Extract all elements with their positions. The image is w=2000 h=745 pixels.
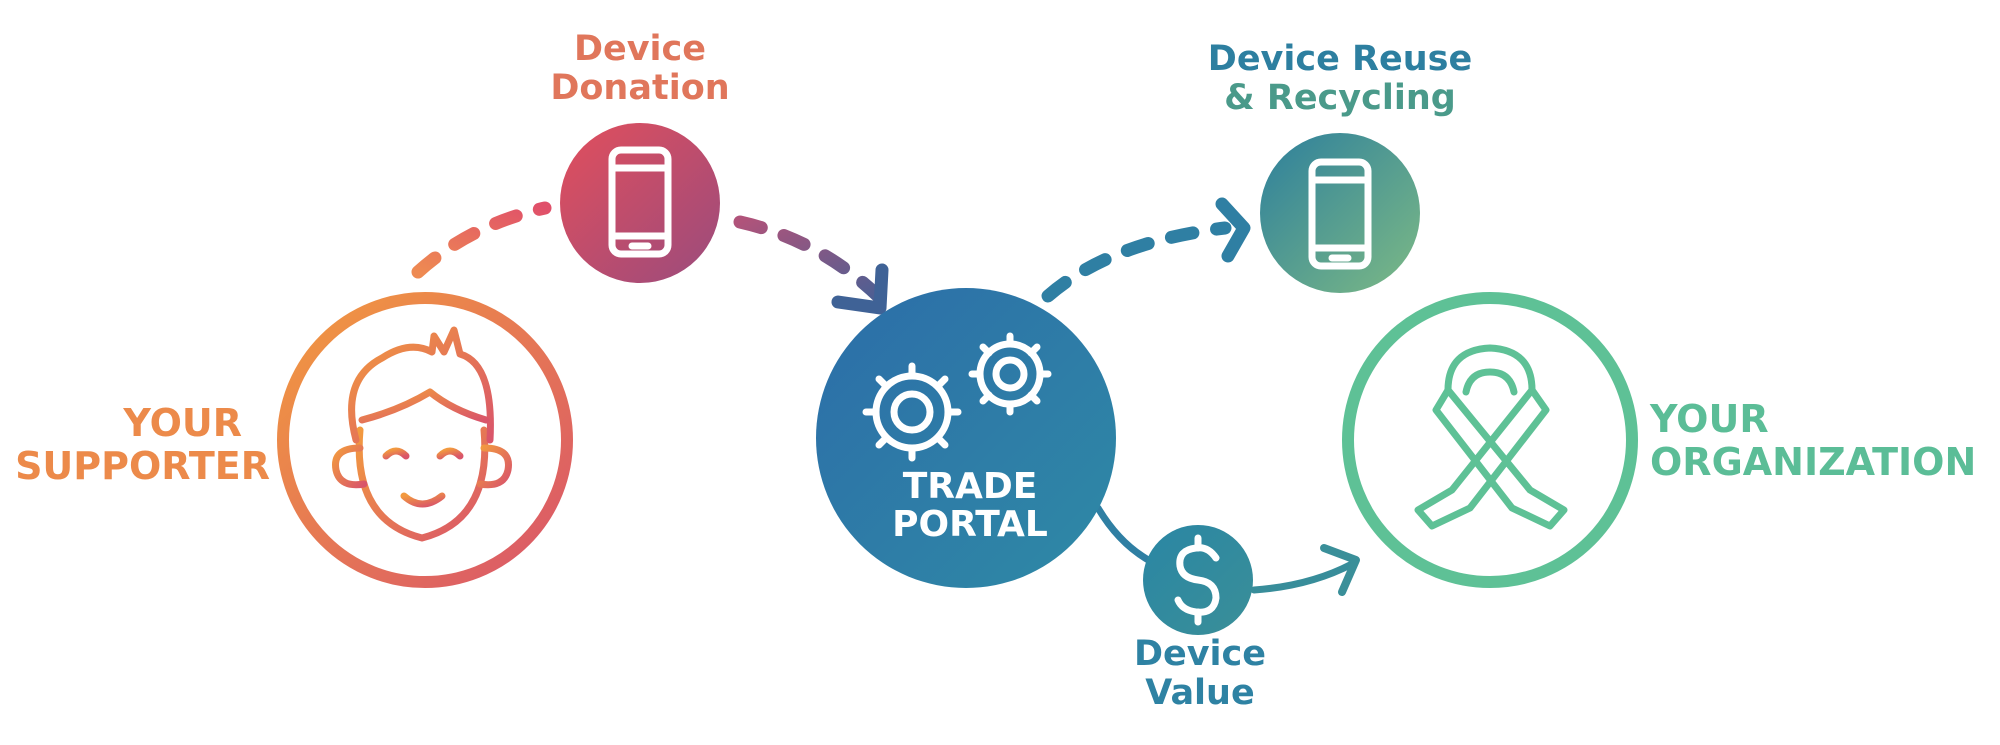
person-face-icon <box>332 326 512 542</box>
arrowhead-to-portal <box>831 263 889 315</box>
value-step-label: Device Value <box>1100 634 1300 714</box>
reuse-step-label: Device Reuse & Recycling <box>1180 39 1500 119</box>
organization-label-line1: YOUR <box>1650 397 1769 441</box>
connector-donation-to-portal <box>733 215 887 305</box>
value-label-line1: Device <box>1133 634 1267 674</box>
dollar-sign-icon <box>1174 534 1220 626</box>
value-label-line2: Value <box>1145 673 1255 714</box>
gears-icon <box>862 332 1052 462</box>
smartphone-icon <box>1308 158 1372 270</box>
supporter-label: YOUR SUPPORTER <box>10 402 270 487</box>
smartphone-icon <box>608 146 672 258</box>
connector-portal-to-reuse <box>1041 221 1232 303</box>
supporter-label-line2: SUPPORTER <box>15 443 270 488</box>
donation-node <box>560 123 720 283</box>
organization-label-line2: ORGANIZATION <box>1650 439 1977 484</box>
reuse-label-line1: Device Reuse <box>1207 39 1473 79</box>
organization-node <box>1342 292 1638 588</box>
arrowhead-to-reuse <box>1215 197 1251 263</box>
donation-label-line1: Device <box>573 29 707 69</box>
awareness-ribbon-icon <box>1414 344 1568 530</box>
portal-label: TRADE PORTAL <box>855 468 1085 544</box>
connector-value-to-organization <box>1250 560 1356 594</box>
connector-supporter-to-donation <box>411 201 552 279</box>
portal-node <box>816 288 1116 588</box>
supporter-node <box>277 292 573 588</box>
donation-label-line2: Donation <box>550 68 730 109</box>
arrowhead-to-organization <box>1320 544 1360 596</box>
reuse-label-line2: & Recycling <box>1224 78 1456 119</box>
portal-label-line1: TRADE <box>902 466 1038 507</box>
reuse-node <box>1260 133 1420 293</box>
portal-label-line2: PORTAL <box>892 503 1048 545</box>
supporter-label-line1: YOUR <box>123 401 242 445</box>
value-node <box>1143 525 1253 635</box>
organization-label: YOUR ORGANIZATION <box>1650 398 1990 483</box>
connector-portal-to-value <box>1094 504 1156 566</box>
donation-step-label: Device Donation <box>520 29 760 109</box>
